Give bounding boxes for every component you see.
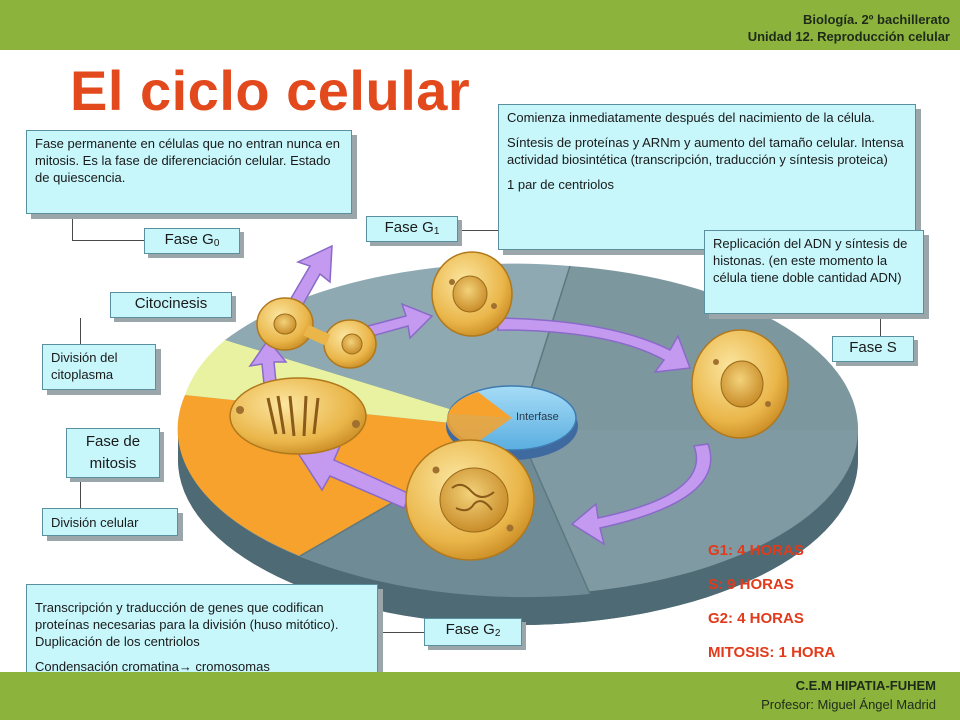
arrow-citocinesis-to-g1: [366, 302, 434, 340]
arrow-g1-to-s: [497, 317, 692, 373]
footer-school: C.E.M HIPATIA-FUHEM: [795, 678, 936, 693]
desc-g0: Fase permanente en células que no entran…: [26, 130, 352, 214]
connector-s: [880, 314, 881, 336]
header-course: Biología. 2º bachillerato: [802, 12, 950, 27]
arrow-to-g0: [288, 244, 333, 307]
arrow-s-to-g2: [570, 443, 712, 546]
cell-citocinesis: [256, 297, 377, 369]
cycle-arrows: [248, 244, 712, 546]
connector-g1: [458, 230, 498, 231]
phase-durations: G1: 4 HORAS S: 9 HORAS G2: 4 HORAS MITOS…: [708, 540, 835, 676]
desc-mitosis-text: División celular: [51, 515, 139, 530]
desc-s: Replicación del ADN y síntesis de histon…: [704, 230, 924, 314]
duration-g2: G2: 4 HORAS: [708, 610, 804, 627]
footer-bar: C.E.M HIPATIA-FUHEM Profesor: Miguel Áng…: [0, 672, 960, 720]
page-title: El ciclo celular: [70, 59, 471, 122]
cell-g1: [431, 251, 513, 337]
desc-g1: Comienza inmediatamente después del naci…: [498, 104, 916, 250]
desc-g0-text: Fase permanente en células que no entran…: [35, 136, 340, 185]
connector-mitosis: [80, 478, 81, 508]
desc-g1-p1: Comienza inmediatamente después del naci…: [507, 110, 875, 125]
header-bar: Biología. 2º bachillerato Unidad 12. Rep…: [0, 0, 960, 50]
desc-mitosis: División celular: [42, 508, 178, 536]
label-g0: Fase G0: [144, 228, 240, 254]
label-citocinesis: Citocinesis: [110, 292, 232, 318]
duration-s: S: 9 HORAS: [708, 576, 794, 593]
label-s: Fase S: [832, 336, 914, 362]
label-g2: Fase G2: [424, 618, 522, 646]
duration-mitosis: MITOSIS: 1 HORA: [708, 644, 836, 661]
desc-g1-p3: 1 par de centriolos: [507, 177, 614, 192]
label-mitosis: Fase de mitosis: [66, 428, 160, 478]
connector-citocinesis: [80, 318, 81, 346]
arrow-mitosis-to-citocinesis: [248, 338, 288, 385]
desc-s-text: Replicación del ADN y síntesis de histon…: [713, 236, 908, 285]
cell-s: [691, 329, 789, 439]
header-unit: Unidad 12. Reproducción celular: [747, 29, 950, 44]
cell-mitosis: [229, 377, 367, 455]
connector-g0: [72, 214, 73, 240]
cell-g2: [405, 439, 535, 561]
desc-g2-p1: Transcripción y traducción de genes que …: [35, 600, 339, 649]
label-g1: Fase G1: [366, 216, 458, 242]
desc-g2-p2: Condensación cromatina→ cromosomas: [35, 659, 270, 674]
desc-citocinesis-text: División del citoplasma: [51, 350, 118, 382]
duration-g1: G1: 4 HORAS: [708, 542, 804, 559]
interfase-label: Interfase: [516, 411, 559, 423]
footer-teacher: Profesor: Miguel Ángel Madrid: [761, 697, 936, 712]
desc-g1-p2: Síntesis de proteínas y ARNm y aumento d…: [507, 135, 904, 167]
desc-citocinesis: División del citoplasma: [42, 344, 156, 390]
connector-g0-h: [72, 240, 144, 241]
connector-g2: [380, 632, 424, 633]
right-arrow-icon: →: [178, 659, 192, 674]
